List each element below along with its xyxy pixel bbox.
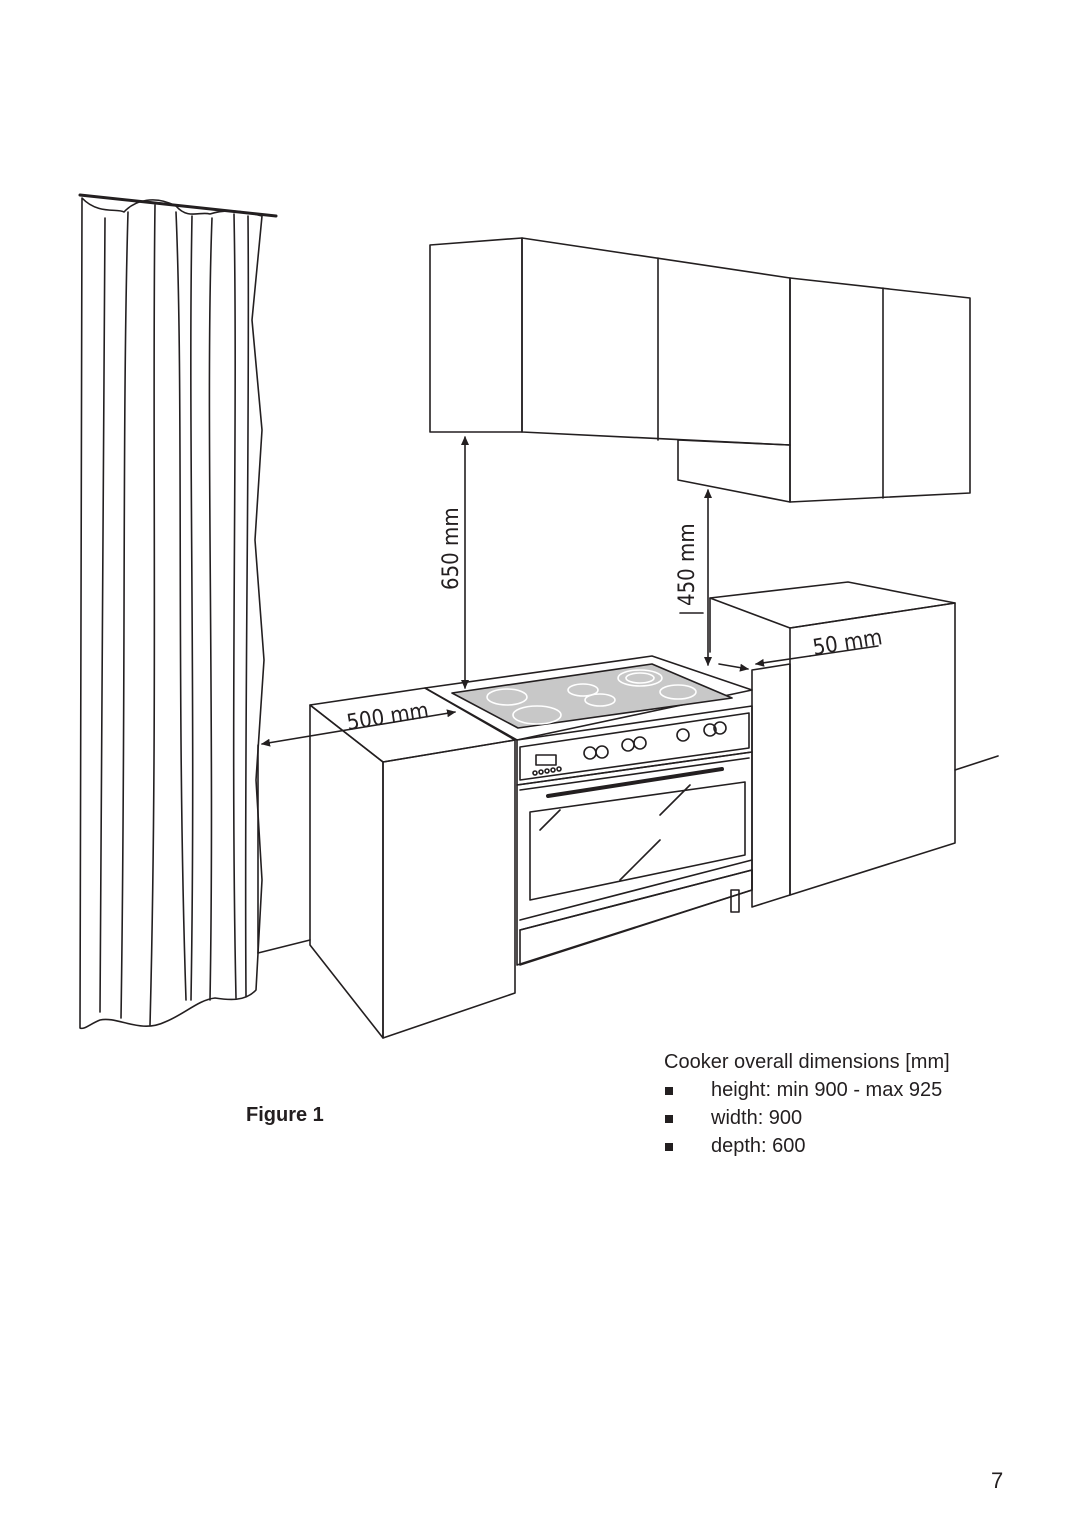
page-number: 7 (991, 1468, 1004, 1493)
spec-item-height: height: min 900 - max 925 (664, 1076, 950, 1104)
spec-item-depth: depth: 600 (664, 1132, 950, 1160)
right-base-unit (709, 581, 956, 908)
figure-caption: Figure 1 (246, 1104, 324, 1126)
wall-cabinets (429, 237, 971, 503)
dimension-label-650: 650 mm (439, 507, 464, 590)
dimension-lines (261, 436, 879, 747)
dimension-label-50: 50 mm (811, 625, 884, 661)
dimension-label-450: 450 mm (675, 523, 700, 606)
cooktop (424, 655, 753, 741)
curtain (78, 193, 278, 1030)
ceramic-hob (451, 663, 733, 729)
spec-title: Cooker overall dimensions [mm] (664, 1051, 950, 1073)
oven-door-handle (546, 767, 724, 798)
floor-line-right (954, 755, 999, 771)
spec-list: height: min 900 - max 925 width: 900 dep… (664, 1076, 950, 1160)
floor-line-left (257, 939, 311, 954)
dimension-label-500: 500 mm (345, 698, 431, 736)
cooker-installation-illustration: 500 mm 650 mm 450 mm 50 mm (78, 193, 999, 1039)
cooker (424, 655, 753, 966)
left-base-unit (309, 687, 516, 1039)
spec-item-width: width: 900 (664, 1104, 950, 1132)
dimensions-spec-block: Cooker overall dimensions [mm] height: m… (664, 1048, 950, 1160)
